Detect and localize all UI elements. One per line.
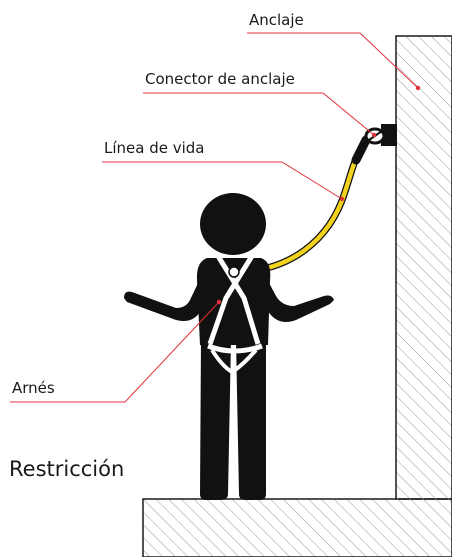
person-figure <box>124 193 334 500</box>
lifeline-leader-dot <box>339 196 345 202</box>
harness-leader-dot <box>216 299 222 305</box>
diagram-title: Restricción <box>9 457 124 481</box>
anchor-plate <box>381 124 397 146</box>
harness-leader <box>10 301 220 403</box>
floor <box>142 498 452 557</box>
structure <box>142 35 452 557</box>
harness <box>207 254 263 375</box>
anchor-connector-leader <box>143 92 375 136</box>
anchor-connector-label: Conector de anclaje <box>145 70 295 88</box>
anchor-connector-leader-dot <box>371 132 377 138</box>
callout-leaders <box>10 32 421 403</box>
lifeline-label: Línea de vida <box>104 139 205 157</box>
harness-label: Arnés <box>12 379 55 397</box>
anchor-label: Anclaje <box>249 11 304 29</box>
anchor-leader <box>247 32 419 89</box>
lifeline <box>230 135 371 276</box>
lifeline-leader <box>102 161 343 200</box>
person-head <box>200 193 266 255</box>
wall <box>395 35 452 500</box>
anchor-leader-dot <box>415 85 421 91</box>
